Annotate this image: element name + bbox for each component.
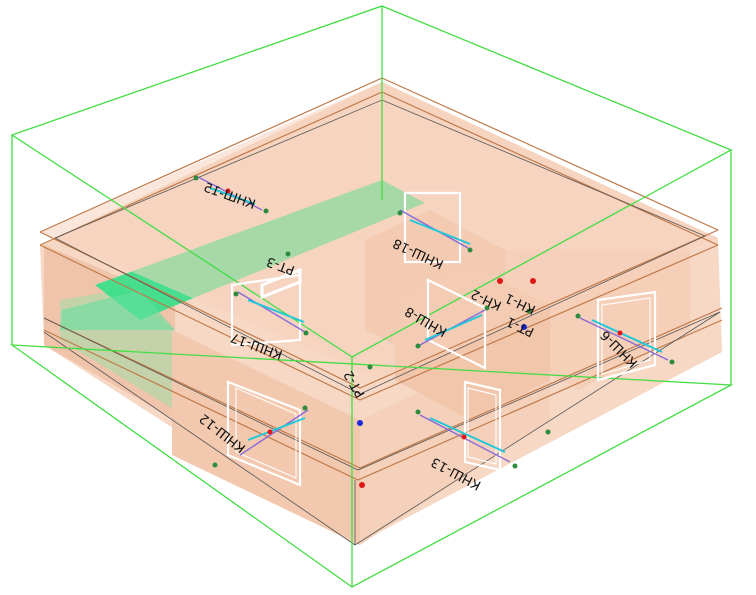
dot-green — [415, 343, 421, 349]
marker-dots — [193, 175, 675, 488]
dot-red — [617, 330, 623, 336]
dot-blue — [357, 420, 363, 426]
arrow-knsh18 — [399, 209, 471, 249]
dot-red — [530, 278, 536, 284]
dot-green — [467, 247, 473, 253]
dot-green — [212, 462, 218, 468]
dot-green — [263, 208, 269, 214]
dot-green — [233, 291, 239, 297]
arrow-knsh15 — [197, 176, 263, 211]
dot-green — [575, 313, 581, 319]
dot-green — [285, 251, 291, 257]
dot-green — [415, 409, 421, 415]
dot-red — [359, 482, 365, 488]
opening-inner — [235, 297, 651, 479]
dot-green — [397, 210, 403, 216]
direction-arrows — [197, 176, 669, 463]
dot-green — [193, 175, 199, 181]
dot-red — [267, 429, 273, 435]
arrow-knsh17 — [237, 291, 306, 333]
dot-green — [484, 305, 490, 311]
dot-green — [545, 429, 551, 435]
dot-green — [512, 463, 518, 469]
upper-slab — [40, 82, 718, 380]
arrow-knsh8 — [419, 309, 486, 346]
dot-red — [461, 434, 467, 440]
dot-green — [367, 364, 373, 370]
dot-green — [526, 308, 532, 314]
dot-green — [302, 405, 308, 411]
dot-red — [497, 278, 503, 284]
dot-green — [669, 359, 675, 365]
dot-green — [303, 330, 309, 336]
arrow-knsh6 — [579, 317, 669, 361]
dot-blue — [521, 324, 527, 330]
dot-red — [225, 188, 231, 194]
corridor-highlight-lower — [60, 290, 175, 330]
arrow-knsh12 — [239, 409, 309, 456]
openings — [226, 191, 657, 487]
